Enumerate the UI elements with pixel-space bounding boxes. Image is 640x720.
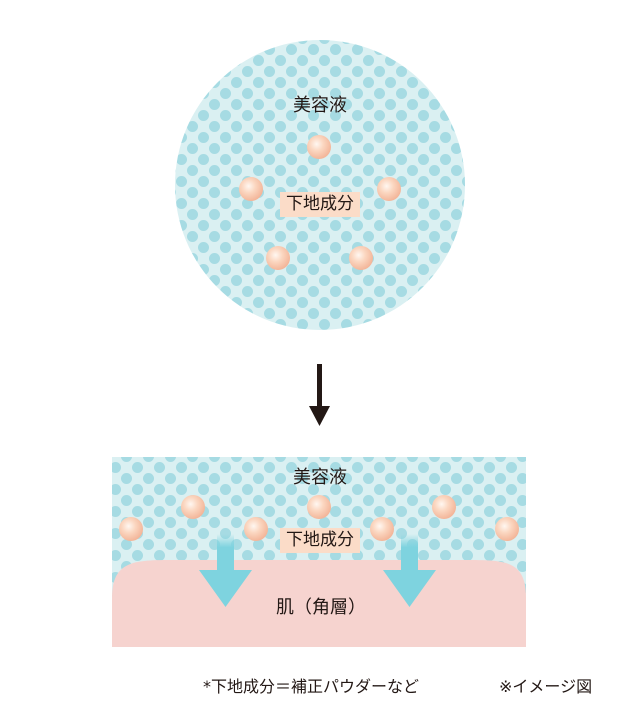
penetration-arrow	[383, 534, 436, 607]
ingredient-particle	[349, 246, 373, 270]
ingredient-particle	[181, 495, 205, 519]
ingredient-particle	[307, 495, 331, 519]
ingredient-tag: 下地成分	[280, 192, 360, 217]
footnote: *下地成分＝補正パウダーなど	[203, 677, 420, 696]
ingredient-particle	[432, 495, 456, 519]
image-note: ※イメージ図	[499, 677, 593, 696]
penetration-arrow	[199, 534, 252, 607]
ingredient-particle	[266, 246, 290, 270]
ingredient-tag: 下地成分	[280, 528, 360, 553]
serum-label: 美容液	[293, 467, 347, 488]
skin-label: 肌（角層）	[276, 597, 366, 618]
ingredient-particle	[119, 517, 143, 541]
serum-droplet	[175, 40, 465, 330]
ingredient-particle	[377, 177, 401, 201]
ingredient-particle	[239, 177, 263, 201]
ingredient-particle	[370, 517, 394, 541]
ingredient-particle	[244, 517, 268, 541]
process-arrow	[309, 364, 330, 426]
serum-label: 美容液	[293, 95, 347, 116]
ingredient-particle	[307, 135, 331, 159]
ingredient-particle	[495, 517, 519, 541]
